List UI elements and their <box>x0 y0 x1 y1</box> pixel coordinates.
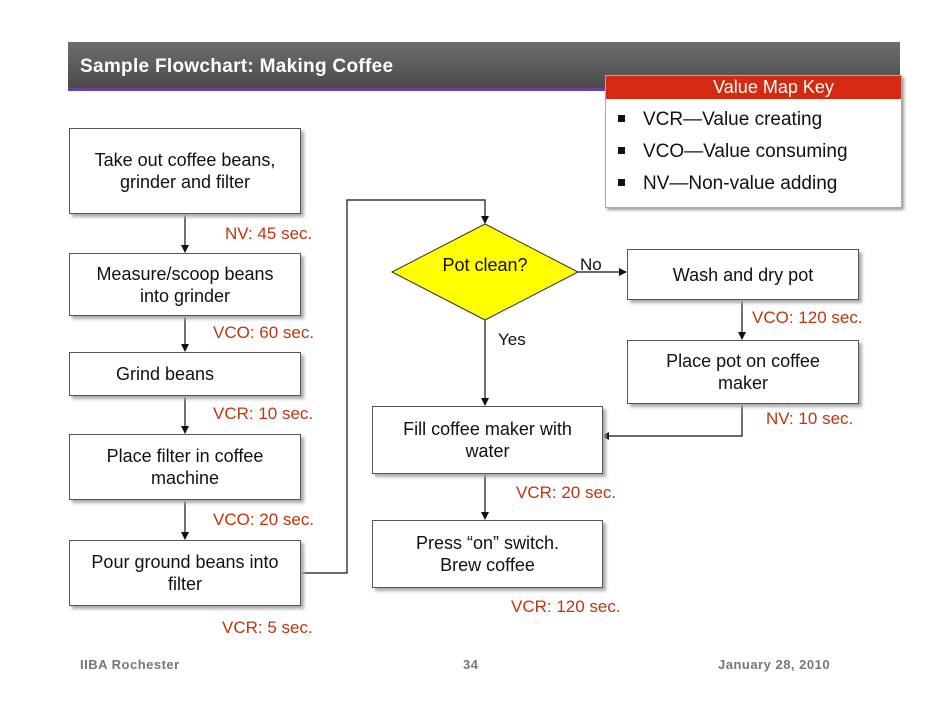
footer-left: IIBA Rochester <box>80 657 180 672</box>
key-heading: Value Map Key <box>606 76 901 99</box>
decision-diamond <box>390 223 580 321</box>
time-wash: VCO: 120 sec. <box>752 308 863 327</box>
time-fill: VCR: 20 sec. <box>516 483 617 502</box>
key-item-nv: NV—Non-value adding <box>618 173 837 195</box>
time-measure: VCO: 60 sec. <box>213 323 315 342</box>
value-map-key: Value Map Key VCR—Value creating VCO—Val… <box>605 75 902 208</box>
time-take-out: NV: 45 sec. <box>225 224 313 243</box>
time-press: VCR: 120 sec. <box>511 597 621 616</box>
key-item-vcr: VCR—Value creating <box>618 109 822 131</box>
title-bar: Sample Flowchart: Making Coffee <box>68 42 900 91</box>
step-place-pot: Place pot on coffee maker <box>627 340 859 404</box>
decision-label: Pot clean? <box>442 255 528 275</box>
step-place-filter: Place filter in coffee machine <box>69 434 301 500</box>
step-wash: Wash and dry pot <box>627 249 859 300</box>
footer-page-number: 34 <box>463 657 479 672</box>
arrow-placepot-fill <box>601 402 743 440</box>
step-take-out: Take out coffee beans, grinder and filte… <box>69 128 301 214</box>
time-pour: VCR: 5 sec. <box>222 618 313 637</box>
step-grind: Grind beans <box>69 352 301 396</box>
arrow-pour-decision <box>300 199 489 574</box>
step-press: Press “on” switch. Brew coffee <box>372 520 603 588</box>
branch-yes-label: Yes <box>498 330 526 349</box>
bullet-icon <box>618 115 625 122</box>
time-place-filter: VCO: 20 sec. <box>213 510 315 529</box>
step-pour: Pour ground beans into filter <box>69 540 301 606</box>
key-item-vco: VCO—Value consuming <box>618 141 848 163</box>
step-measure: Measure/scoop beans into grinder <box>69 253 301 316</box>
bullet-icon <box>618 147 625 154</box>
time-grind: VCR: 10 sec. <box>213 404 314 423</box>
step-fill: Fill coffee maker with water <box>372 406 603 474</box>
bullet-icon <box>618 179 625 186</box>
page-title: Sample Flowchart: Making Coffee <box>80 56 394 77</box>
branch-no-label: No <box>580 255 602 274</box>
time-place-pot: NV: 10 sec. <box>766 409 854 428</box>
footer-date: January 28, 2010 <box>718 657 831 672</box>
